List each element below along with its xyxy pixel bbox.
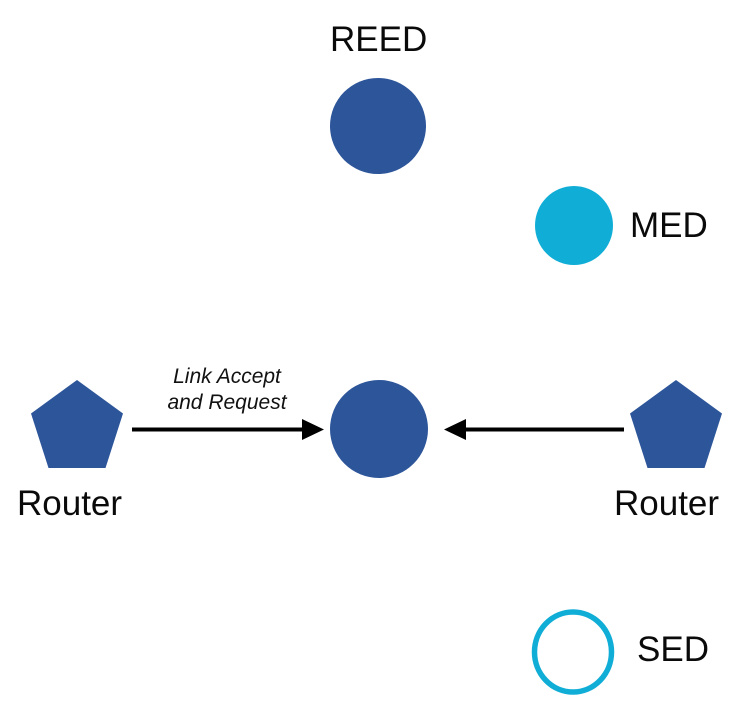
- router-right-node-pentagon[interactable]: [630, 380, 722, 468]
- med-label: MED: [630, 206, 708, 245]
- router-left-node-pentagon[interactable]: [31, 380, 123, 468]
- edge-left-label-line1: Link Accept: [173, 365, 281, 388]
- edge-right-to-center-arrow[interactable]: [438, 415, 628, 445]
- reed-node-circle[interactable]: [330, 78, 426, 174]
- reed-label: REED: [330, 20, 428, 59]
- sed-node-circle[interactable]: [531, 609, 615, 695]
- leader-center-node-circle[interactable]: [330, 380, 428, 478]
- sed-label: SED: [637, 630, 709, 669]
- edge-left-label: Link Accept and Request: [152, 364, 302, 417]
- edge-left-to-center-arrow[interactable]: [130, 415, 330, 445]
- router-left-label: Router: [17, 484, 123, 523]
- med-node-circle[interactable]: [535, 186, 613, 265]
- router-right-label: Router: [614, 484, 720, 523]
- edge-left-label-line2: and Request: [167, 391, 287, 415]
